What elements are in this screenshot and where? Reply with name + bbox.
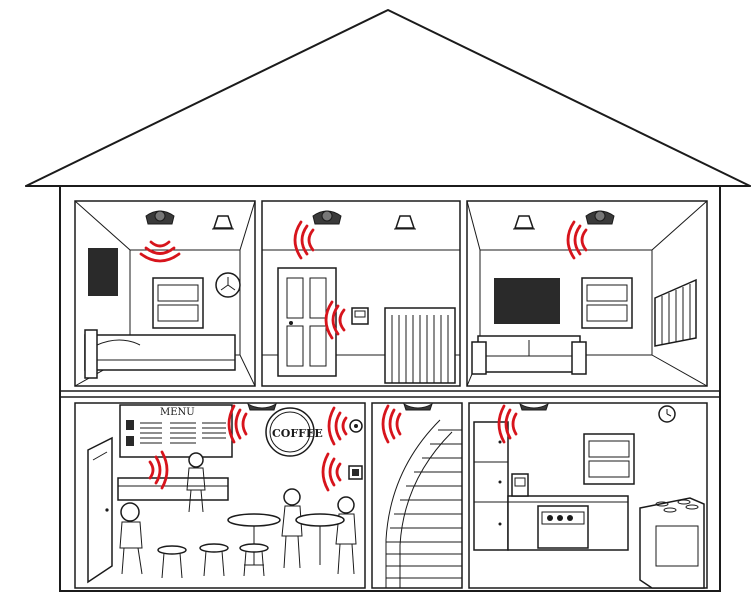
- wall-sensor-icon: [350, 420, 362, 432]
- clock-icon: [216, 273, 240, 297]
- room-stairwell: [372, 403, 462, 588]
- room-cafe: MENU COFFEE: [75, 403, 365, 588]
- cafe-counter: [118, 478, 228, 500]
- room-living: [467, 201, 707, 386]
- window: [153, 278, 203, 328]
- coffee-sign-text: COFFEE: [272, 427, 323, 440]
- room-bedroom: [75, 201, 255, 386]
- wall-sensor-icon: [349, 466, 362, 479]
- stove: [640, 498, 704, 588]
- menu-board-title: MENU: [160, 407, 195, 418]
- room-kitchen: [469, 403, 707, 588]
- dishwasher: [538, 506, 588, 548]
- smoke-detector-icon: [313, 211, 341, 224]
- window: [582, 278, 632, 328]
- house-roof: [26, 10, 750, 186]
- thermostat-icon: [352, 308, 368, 324]
- room-hallway: [262, 201, 460, 386]
- smoke-detector-icon: [586, 211, 614, 224]
- side-door: [88, 438, 112, 582]
- coffee-machine: [512, 474, 528, 496]
- menu-board: MENU: [120, 405, 232, 457]
- clock-icon: [659, 406, 675, 422]
- painting: [494, 278, 560, 324]
- sofa: [472, 336, 586, 374]
- smoke-detector-icon: [146, 211, 174, 224]
- stair-railing: [385, 308, 455, 383]
- window: [584, 434, 634, 484]
- painting: [88, 248, 118, 296]
